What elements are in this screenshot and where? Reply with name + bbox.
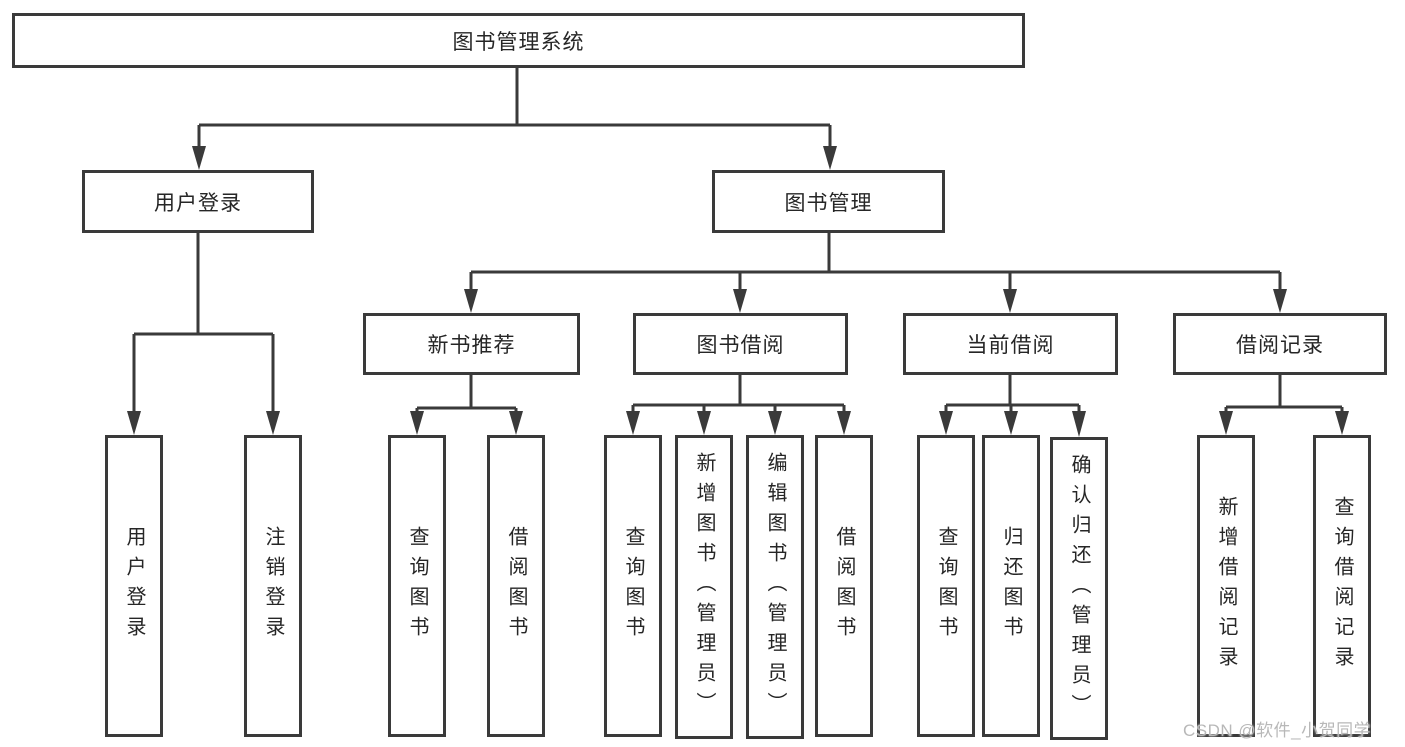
connector-book-borrow-children — [626, 375, 851, 435]
leaf-records-add: 新增借阅记录 — [1197, 435, 1255, 737]
leaf-current-query-label: 查询图书 — [935, 526, 957, 646]
leaf-current-confirm-label: 确认归还（管理员） — [1068, 453, 1090, 724]
leaf-records-add-label: 新增借阅记录 — [1215, 496, 1237, 676]
leaf-borrow-edit: 编辑图书（管理员） — [746, 435, 804, 739]
node-book-borrow-label: 图书借阅 — [696, 334, 785, 357]
node-root-label: 图书管理系统 — [452, 30, 585, 54]
leaf-newbook-query-label: 查询图书 — [406, 526, 428, 646]
leaf-current-confirm: 确认归还（管理员） — [1050, 437, 1108, 740]
leaf-records-query: 查询借阅记录 — [1313, 435, 1371, 737]
leaf-current-return-label: 归还图书 — [1000, 526, 1022, 646]
connector-current-borrow-children — [939, 375, 1086, 437]
leaf-borrow-add: 新增图书（管理员） — [675, 435, 733, 739]
leaf-user-login-label: 用户登录 — [123, 526, 145, 646]
leaf-borrow-borrow: 借阅图书 — [815, 435, 873, 737]
connector-book-mgmt-sections — [464, 233, 1287, 313]
node-book-mgmt-label: 图书管理 — [784, 191, 873, 215]
node-current-borrow-label: 当前借阅 — [966, 334, 1055, 357]
connector-user-login-children — [127, 233, 280, 435]
leaf-current-return: 归还图书 — [982, 435, 1040, 737]
leaf-logout: 注销登录 — [244, 435, 302, 737]
node-borrow-records: 借阅记录 — [1173, 313, 1387, 375]
node-user-login-label: 用户登录 — [154, 191, 242, 215]
leaf-user-login: 用户登录 — [105, 435, 163, 737]
node-new-book: 新书推荐 — [363, 313, 580, 375]
node-user-login: 用户登录 — [82, 170, 314, 233]
connector-new-book-children — [410, 375, 523, 435]
leaf-newbook-borrow-label: 借阅图书 — [505, 526, 527, 646]
leaf-borrow-query-label: 查询图书 — [622, 526, 644, 646]
node-borrow-records-label: 借阅记录 — [1236, 334, 1324, 357]
leaf-records-query-label: 查询借阅记录 — [1331, 496, 1353, 676]
connector-root-to-level2 — [192, 68, 837, 170]
leaf-borrow-borrow-label: 借阅图书 — [833, 526, 855, 646]
leaf-logout-label: 注销登录 — [262, 526, 284, 646]
csdn-watermark: CSDN @软件_小贺同学 — [1183, 721, 1372, 740]
connector-borrow-records-children — [1219, 375, 1349, 435]
leaf-current-query: 查询图书 — [917, 435, 975, 737]
node-root: 图书管理系统 — [12, 13, 1025, 68]
node-new-book-label: 新书推荐 — [427, 334, 516, 357]
node-book-borrow: 图书借阅 — [633, 313, 848, 375]
leaf-borrow-edit-label: 编辑图书（管理员） — [764, 452, 786, 722]
leaf-borrow-add-label: 新增图书（管理员） — [693, 452, 715, 722]
node-book-mgmt: 图书管理 — [712, 170, 945, 233]
leaf-borrow-query: 查询图书 — [604, 435, 662, 737]
leaf-newbook-query: 查询图书 — [388, 435, 446, 737]
leaf-newbook-borrow: 借阅图书 — [487, 435, 545, 737]
node-current-borrow: 当前借阅 — [903, 313, 1118, 375]
